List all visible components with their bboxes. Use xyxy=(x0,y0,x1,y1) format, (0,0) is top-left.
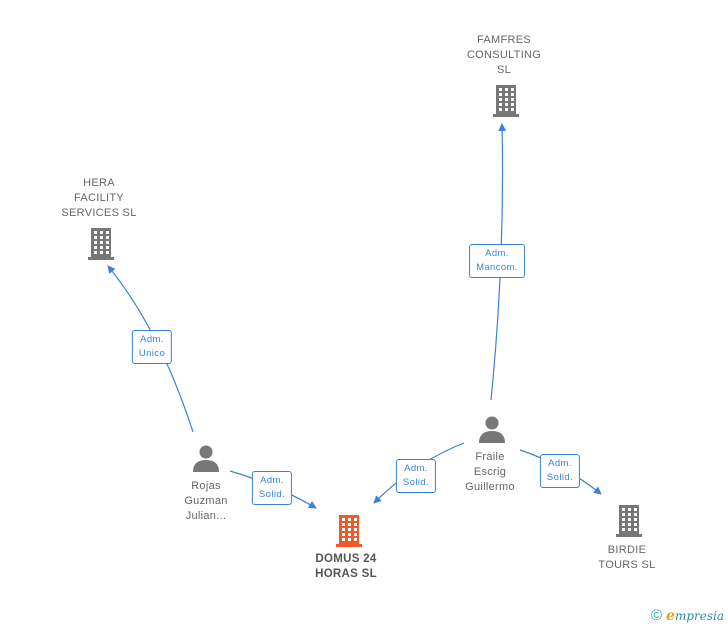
edges xyxy=(107,123,602,509)
footer-credit: © empresia xyxy=(651,607,724,624)
node-label-birdie[interactable]: BIRDIE TOURS SL xyxy=(598,544,656,571)
building-icon-birdie[interactable] xyxy=(616,505,642,537)
copyright-icon: © xyxy=(650,607,663,624)
node-label-domus[interactable]: DOMUS 24 HORAS SL xyxy=(315,553,377,580)
edge-label-fraile-domus: Adm. Solid. xyxy=(395,459,437,493)
node-label-rojas[interactable]: Rojas Guzman Julian... xyxy=(184,480,228,522)
edge-label-fraile-birdie: Adm. Solid. xyxy=(539,454,581,488)
person-icon-rojas[interactable] xyxy=(193,445,219,473)
edge-label-rojas-domus: Adm. Solid. xyxy=(251,471,293,505)
building-icon-hera[interactable] xyxy=(88,228,114,260)
brand-logo[interactable]: empresia xyxy=(666,607,724,624)
node-label-hera[interactable]: HERA FACILITY SERVICES SL xyxy=(61,177,137,219)
edge-label-rojas-hera: Adm. Unico xyxy=(131,330,173,364)
building-icon-famfres[interactable] xyxy=(493,85,519,117)
building-icon-domus[interactable] xyxy=(336,515,362,547)
person-icon-fraile[interactable] xyxy=(479,416,505,444)
edge-label-fraile-famfres: Adm. Mancom. xyxy=(469,244,525,278)
icons xyxy=(88,85,642,547)
node-label-fraile[interactable]: Fraile Escrig Guillermo xyxy=(465,451,515,493)
node-label-famfres[interactable]: FAMFRES CONSULTING SL xyxy=(466,34,542,76)
